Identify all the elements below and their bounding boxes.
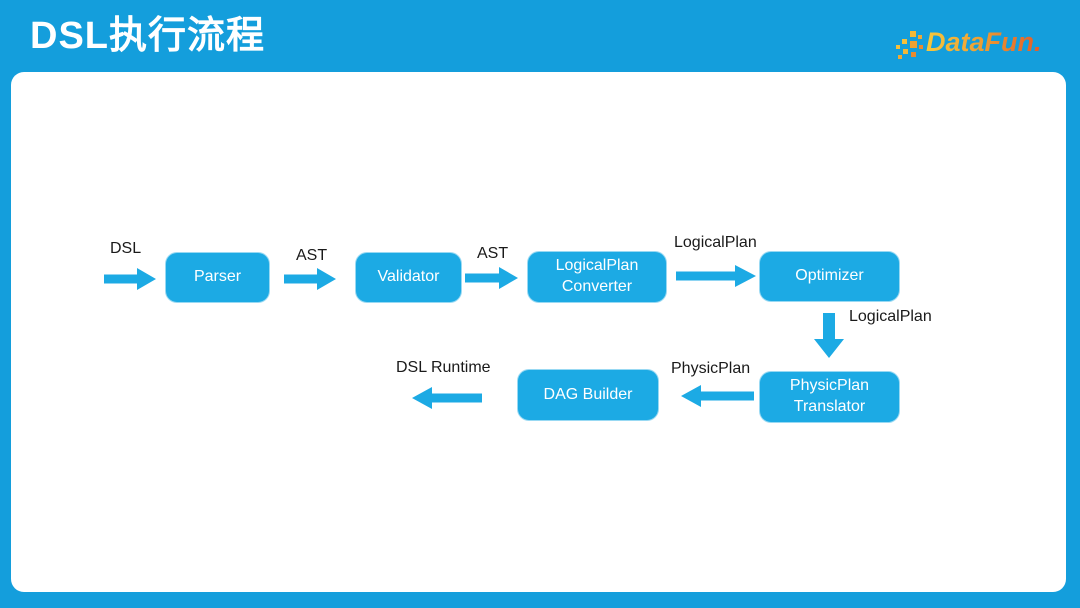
arrow-translator-to-dagbuilder xyxy=(681,385,754,407)
edge-label-ast-1: AST xyxy=(296,247,328,264)
arrow-parser-to-validator xyxy=(284,268,336,290)
edge-label-physicplan: PhysicPlan xyxy=(671,360,751,377)
page-title: DSL执行流程 xyxy=(30,15,266,57)
edge-label-logicalplan-2: LogicalPlan xyxy=(849,308,932,325)
edge-label-dsl-runtime: DSL Runtime xyxy=(396,359,491,376)
edge-label-dsl: DSL xyxy=(110,240,142,257)
content-panel xyxy=(11,72,1066,592)
arrow-optimizer-to-translator xyxy=(814,313,844,358)
node-logicalplan-converter: LogicalPlan Converter xyxy=(527,251,667,303)
node-dag-builder: DAG Builder xyxy=(517,369,659,421)
edge-label-ast-2: AST xyxy=(477,245,509,262)
arrow-converter-to-optimizer xyxy=(676,265,756,287)
arrow-validator-to-converter xyxy=(465,267,518,289)
node-optimizer: Optimizer xyxy=(759,251,900,302)
logo-text: DataFun. xyxy=(926,26,1042,57)
node-physicplan-translator: PhysicPlan Translator xyxy=(759,371,900,423)
node-parser: Parser xyxy=(165,252,270,303)
edge-label-logicalplan-1: LogicalPlan xyxy=(674,234,757,251)
logo-pixels-icon xyxy=(896,31,923,59)
node-validator: Validator xyxy=(355,252,462,303)
arrow-input-to-parser xyxy=(104,268,156,290)
arrow-dagbuilder-to-output xyxy=(412,387,482,409)
datafun-logo: DataFun. xyxy=(896,22,1042,62)
